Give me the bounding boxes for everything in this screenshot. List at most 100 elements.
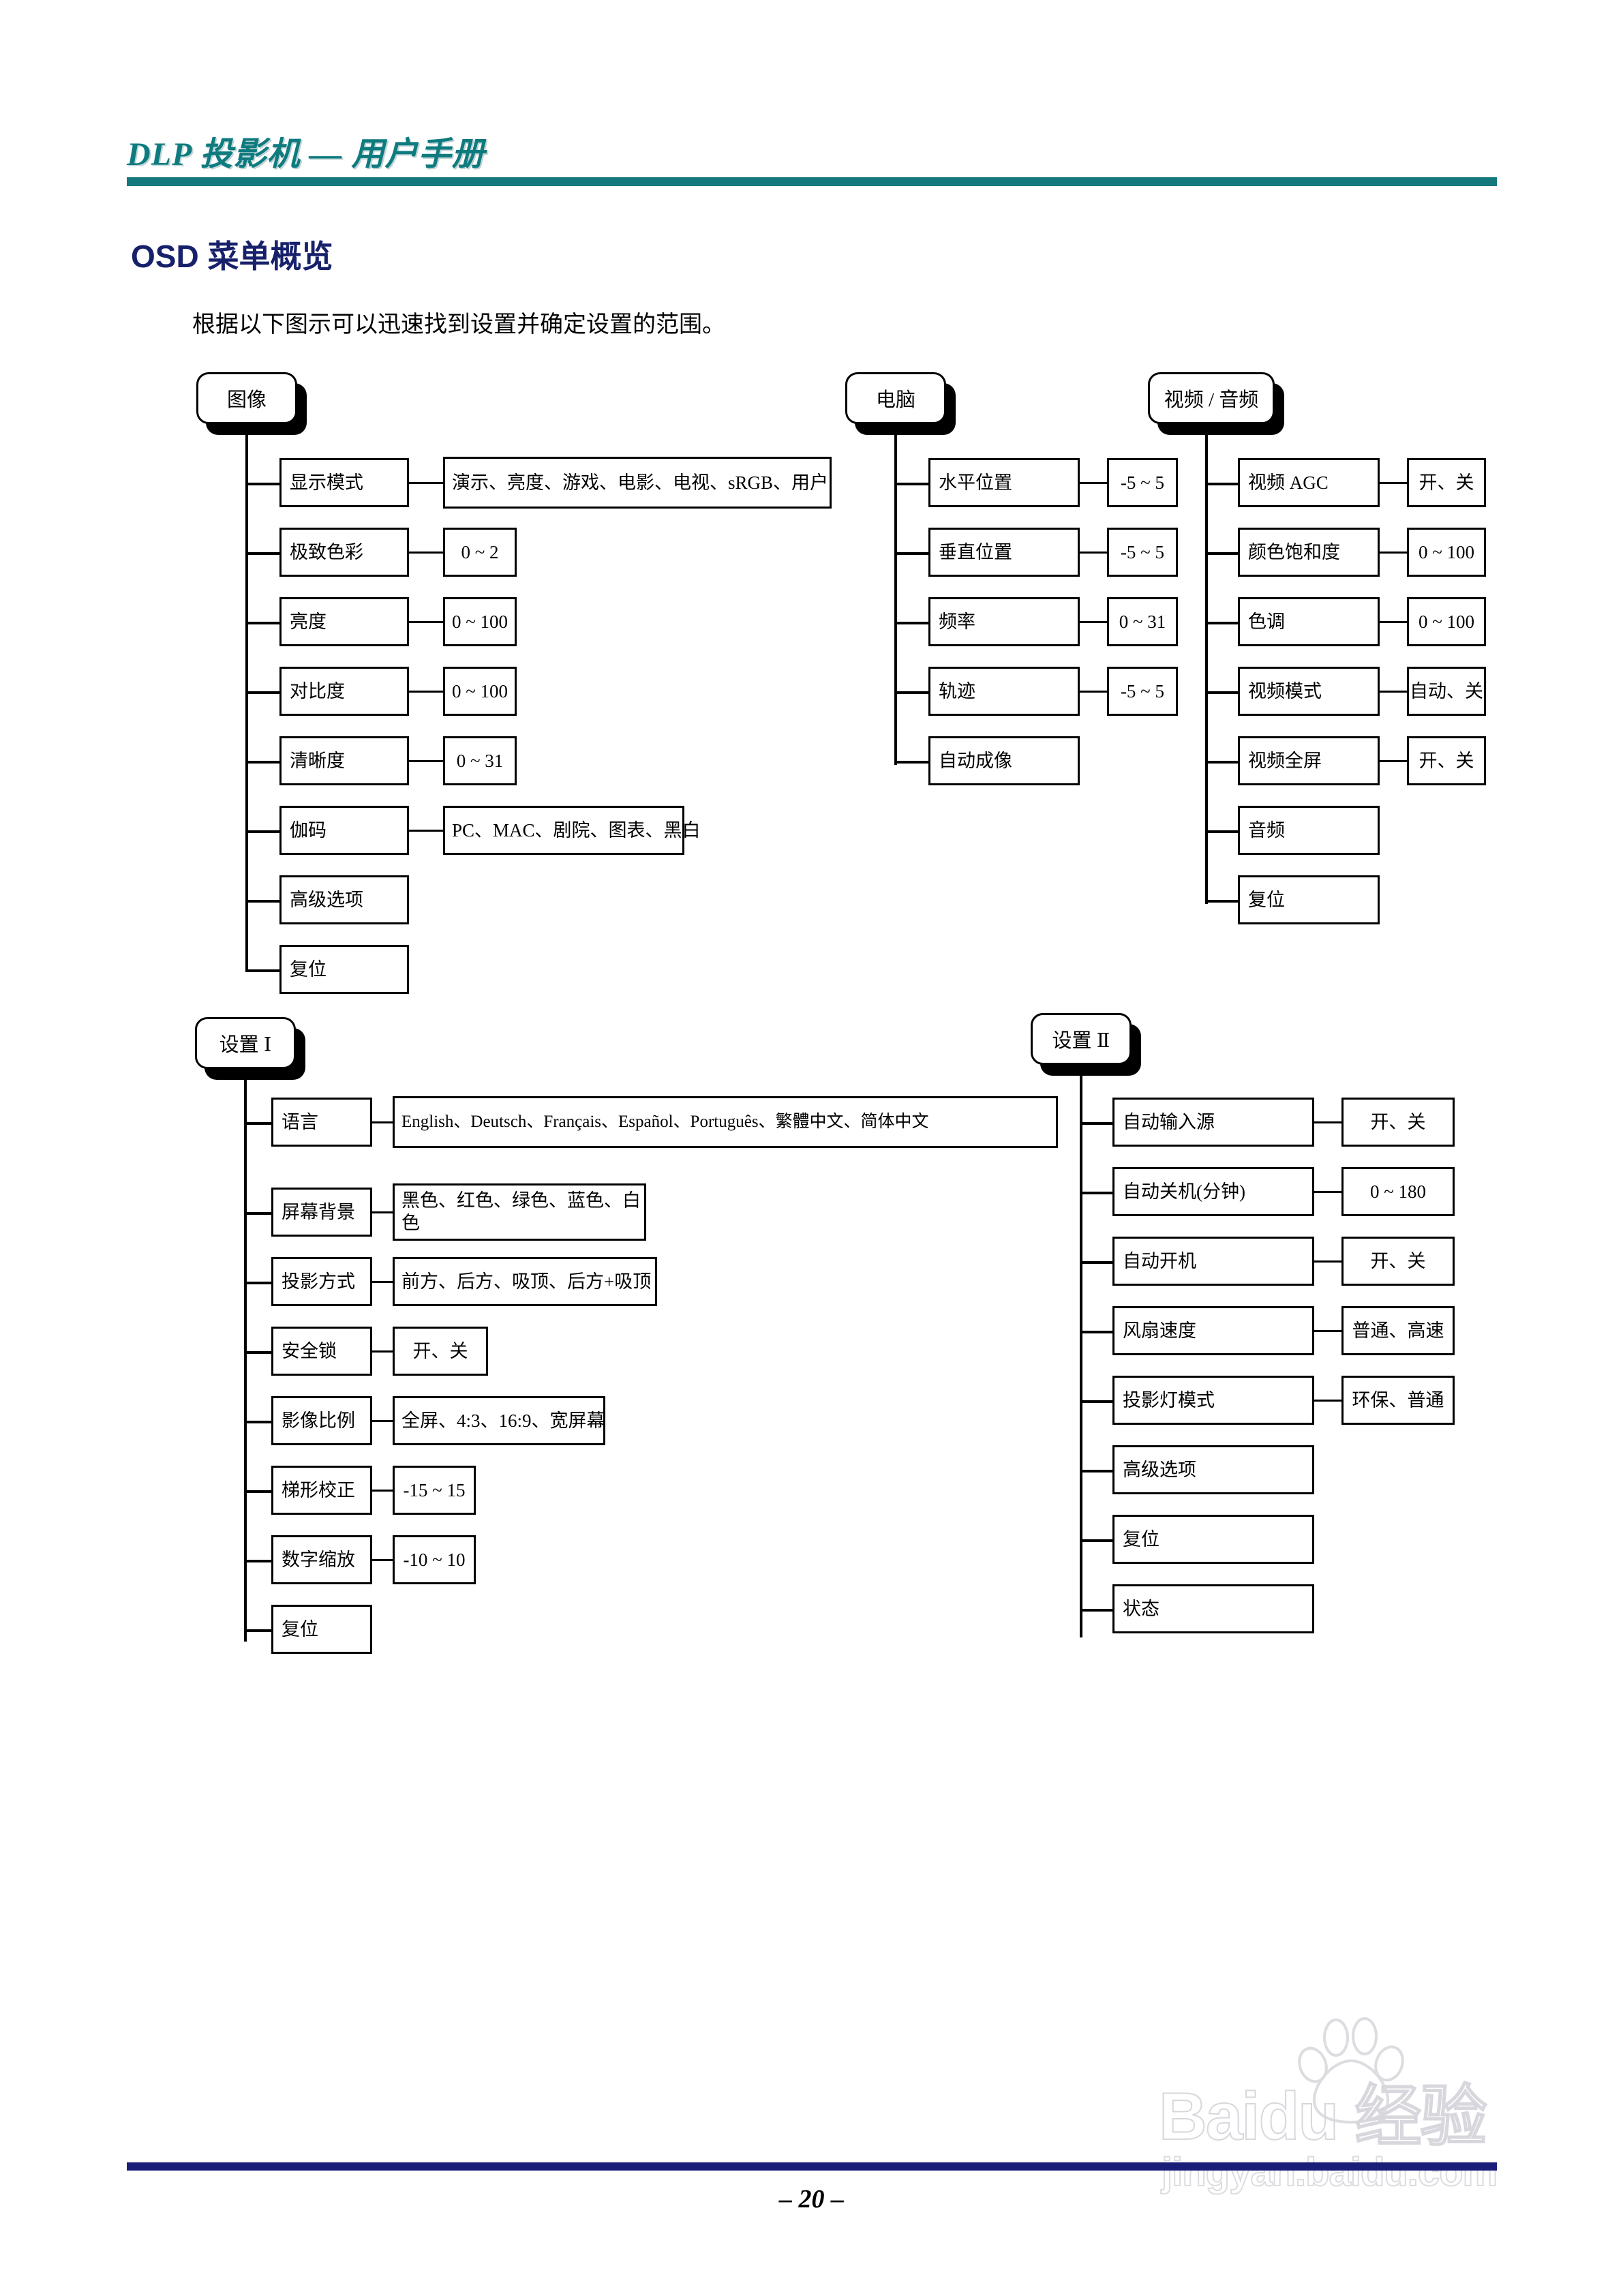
- connector-line: [1313, 1330, 1343, 1332]
- menu-item-vertical-position[interactable]: 垂直位置: [928, 528, 1080, 577]
- branch-line: [1080, 1539, 1114, 1542]
- menu-item-frequency[interactable]: 频率: [928, 597, 1080, 646]
- menu-item-screen-background[interactable]: 屏幕背景: [271, 1188, 372, 1237]
- branch-line: [1080, 1609, 1114, 1612]
- branch-line: [894, 622, 930, 624]
- menu-item-auto-power-on[interactable]: 自动开机: [1112, 1237, 1314, 1286]
- root-node-label: 设置 Ⅱ: [1031, 1013, 1132, 1065]
- menu-item-reset[interactable]: 复位: [1238, 875, 1380, 924]
- branch-line: [1205, 483, 1239, 485]
- menu-item-language[interactable]: 语言: [271, 1098, 372, 1147]
- menu-item-advanced[interactable]: 高级选项: [1112, 1445, 1314, 1494]
- root-node-label: 视频 / 音频: [1148, 372, 1275, 424]
- menu-values-horizontal-position: -5 ~ 5: [1107, 458, 1178, 507]
- menu-item-advanced[interactable]: 高级选项: [279, 875, 409, 924]
- branch-line: [245, 900, 281, 903]
- menu-item-tracking[interactable]: 轨迹: [928, 667, 1080, 716]
- branch-line: [244, 1122, 273, 1125]
- menu-item-contrast[interactable]: 对比度: [279, 667, 409, 716]
- menu-values-contrast: 0 ~ 100: [443, 667, 517, 716]
- menu-values-vertical-position: -5 ~ 5: [1107, 528, 1178, 577]
- menu-item-auto-image[interactable]: 自动成像: [928, 736, 1080, 785]
- branch-line: [245, 552, 281, 555]
- branch-line: [245, 691, 281, 694]
- menu-item-fan-speed[interactable]: 风扇速度: [1112, 1306, 1314, 1355]
- branch-line: [1080, 1331, 1114, 1333]
- branch-line: [245, 969, 281, 972]
- connector-line: [1078, 691, 1108, 693]
- branch-line: [894, 761, 930, 764]
- branch-line: [1080, 1192, 1114, 1194]
- menu-item-auto-source[interactable]: 自动输入源: [1112, 1098, 1314, 1147]
- connector-line: [408, 830, 444, 832]
- menu-item-reset[interactable]: 复位: [279, 945, 409, 994]
- menu-values-screen-background: 黑色、红色、绿色、蓝色、白色: [393, 1183, 646, 1241]
- branch-line: [1205, 552, 1239, 555]
- menu-item-reset[interactable]: 复位: [271, 1605, 372, 1654]
- menu-item-gamma[interactable]: 伽码: [279, 806, 409, 855]
- menu-values-tint: 0 ~ 100: [1407, 597, 1486, 646]
- menu-item-status[interactable]: 状态: [1112, 1584, 1314, 1633]
- menu-item-digital-zoom[interactable]: 数字缩放: [271, 1535, 372, 1584]
- branch-line: [1080, 1470, 1114, 1472]
- menu-item-brightness[interactable]: 亮度: [279, 597, 409, 646]
- connector-line: [371, 1350, 394, 1353]
- connector-line: [371, 1559, 394, 1561]
- footer-rule: [127, 2162, 1497, 2171]
- menu-item-tint[interactable]: 色调: [1238, 597, 1380, 646]
- menu-item-reset[interactable]: 复位: [1112, 1515, 1314, 1564]
- menu-values-sharpness: 0 ~ 31: [443, 736, 517, 785]
- menu-item-horizontal-position[interactable]: 水平位置: [928, 458, 1080, 507]
- menu-values-video-agc: 开、关: [1407, 458, 1486, 507]
- menu-item-audio[interactable]: 音频: [1238, 806, 1380, 855]
- menu-item-aspect-ratio[interactable]: 影像比例: [271, 1396, 372, 1445]
- branch-line: [1205, 900, 1239, 903]
- menu-values-keystone: -15 ~ 15: [393, 1466, 476, 1515]
- branch-line: [245, 830, 281, 833]
- connector-line: [1313, 1121, 1343, 1123]
- branch-line: [244, 1212, 273, 1215]
- connector-line: [371, 1420, 394, 1422]
- document-header: DLP 投影机 — 用户手册: [127, 127, 1497, 202]
- branch-line: [1080, 1261, 1114, 1264]
- menu-item-brilliant-color[interactable]: 极致色彩: [279, 528, 409, 577]
- menu-item-sharpness[interactable]: 清晰度: [279, 736, 409, 785]
- root-node-image[interactable]: 图像: [196, 372, 307, 435]
- root-node-video-audio[interactable]: 视频 / 音频: [1148, 372, 1284, 435]
- connector-line: [1378, 482, 1408, 484]
- menu-values-security-lock: 开、关: [393, 1327, 488, 1376]
- menu-item-lamp-mode[interactable]: 投影灯模式: [1112, 1376, 1314, 1425]
- connector-line: [408, 482, 444, 484]
- connector-line: [1078, 621, 1108, 623]
- menu-values-video-mode: 自动、关: [1407, 667, 1486, 716]
- menu-item-color-saturation[interactable]: 颜色饱和度: [1238, 528, 1380, 577]
- menu-item-video-fullscreen[interactable]: 视频全屏: [1238, 736, 1380, 785]
- menu-values-projection-method: 前方、后方、吸顶、后方+吸顶: [393, 1257, 657, 1306]
- page-number: – 20 –: [779, 2185, 844, 2214]
- branch-line: [245, 622, 281, 624]
- intro-paragraph: 根据以下图示可以迅速找到设置并确定设置的范围。: [192, 312, 725, 337]
- connector-line: [1378, 760, 1408, 762]
- menu-item-security-lock[interactable]: 安全锁: [271, 1327, 372, 1376]
- menu-values-lamp-mode: 环保、普通: [1341, 1376, 1455, 1425]
- trunk-line: [1080, 1065, 1082, 1637]
- root-node-settings-2[interactable]: 设置 Ⅱ: [1031, 1013, 1141, 1076]
- trunk-line: [1205, 424, 1208, 904]
- menu-item-projection-method[interactable]: 投影方式: [271, 1257, 372, 1306]
- root-node-computer[interactable]: 电脑: [845, 372, 956, 435]
- connector-line: [371, 1490, 394, 1492]
- menu-item-video-mode[interactable]: 视频模式: [1238, 667, 1380, 716]
- menu-item-display-mode[interactable]: 显示模式: [279, 458, 409, 507]
- root-node-label: 电脑: [845, 372, 946, 424]
- trunk-line: [894, 424, 897, 765]
- branch-line: [1205, 622, 1239, 624]
- connector-line: [371, 1211, 394, 1213]
- branch-line: [244, 1560, 273, 1562]
- menu-item-auto-power-off[interactable]: 自动关机(分钟): [1112, 1167, 1314, 1216]
- branch-line: [244, 1629, 273, 1632]
- root-node-settings-1[interactable]: 设置 Ⅰ: [195, 1017, 305, 1080]
- trunk-line: [245, 424, 248, 969]
- menu-values-auto-source: 开、关: [1341, 1098, 1455, 1147]
- menu-item-keystone[interactable]: 梯形校正: [271, 1466, 372, 1515]
- menu-item-video-agc[interactable]: 视频 AGC: [1238, 458, 1380, 507]
